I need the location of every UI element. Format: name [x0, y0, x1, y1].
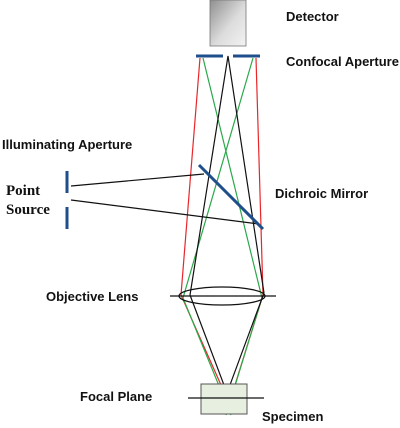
specimen-label: Specimen — [262, 409, 324, 424]
illuminating-aperture-label: Illuminating Aperture — [2, 137, 133, 152]
detector-label: Detector — [286, 9, 339, 24]
point-source-label-line1: Point — [6, 183, 41, 199]
black-ray-path — [70, 55, 265, 395]
dichroic-mirror — [197, 163, 265, 231]
objective-lens-label: Objective Lens — [46, 289, 139, 304]
detector-block — [209, 0, 247, 47]
focal-plane-label: Focal Plane — [80, 389, 153, 404]
confocal-aperture-label: Confocal Aperture — [286, 54, 399, 69]
green-ray-path — [182, 57, 263, 416]
point-source-label-line2: Source — [6, 202, 50, 218]
dichroic-mirror-label: Dichroic Mirror — [275, 186, 369, 201]
specimen-block — [200, 383, 248, 415]
